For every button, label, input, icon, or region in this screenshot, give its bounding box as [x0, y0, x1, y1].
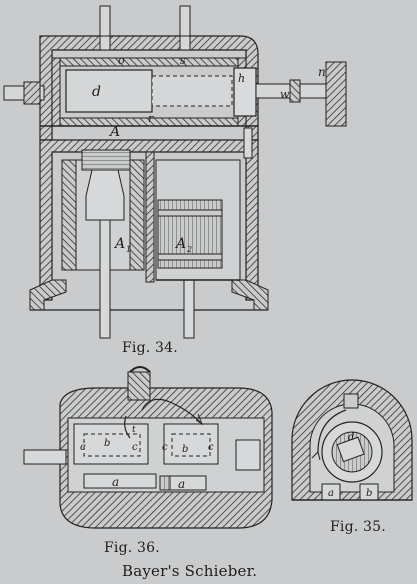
fig34-left-rod	[99, 219, 111, 339]
fig-34-drawing	[3, 5, 347, 339]
fig36-bottom-a1	[83, 473, 157, 489]
fig34-handwheel	[325, 61, 347, 127]
fig34-label-o: o	[118, 54, 125, 67]
fig36-label-t: t	[132, 425, 136, 435]
fig34-center-divider	[145, 151, 155, 283]
fig34-caption: Fig. 34.	[122, 340, 178, 356]
fig35-label-a: a	[328, 488, 334, 499]
fig34-label-d: d	[92, 84, 101, 100]
fig36-top-nozzle	[127, 371, 151, 401]
page-title: Bayer's Schieber.	[122, 562, 258, 580]
fig34-pipe-left	[99, 5, 111, 51]
fig34-piston-ext	[151, 75, 233, 107]
fig36-label-c3: c	[162, 442, 168, 453]
fig34-right-rod	[183, 279, 195, 339]
fig-36-drawing	[23, 366, 273, 529]
fig36-label-a1: a	[112, 475, 119, 489]
fig36-left-fitting	[23, 449, 67, 465]
fig34-label-h: h	[238, 72, 245, 85]
fig-35-drawing	[291, 379, 413, 501]
fig34-pipe-right	[179, 5, 191, 51]
fig34-piston-d	[65, 69, 153, 113]
fig34-right-foot	[231, 279, 269, 311]
fig36-label-b2: b	[182, 444, 188, 455]
fig36-label-a2: a	[178, 477, 185, 491]
fig34-label-n: n	[318, 65, 326, 79]
fig36-right-block	[235, 439, 261, 471]
fig34-left-foot	[29, 279, 67, 311]
fig36-caption: Fig. 36.	[104, 540, 160, 556]
fig34-cylinder-top-wall	[59, 57, 239, 67]
fig35-label-b: b	[366, 488, 372, 499]
fig34-label-s: s	[180, 54, 186, 67]
fig36-label-b1: b	[104, 438, 110, 449]
fig34-outer-casing	[39, 35, 259, 141]
fig36-label-c2: c	[132, 442, 138, 453]
fig35-caption: Fig. 35.	[330, 519, 386, 535]
fig34-left-valve	[85, 169, 125, 221]
fig34-left-piston-head	[81, 149, 131, 171]
fig35-label-d: d	[348, 432, 354, 443]
fig34-label-A2: A	[174, 236, 186, 252]
fig34-sub-2: 2	[186, 245, 192, 254]
fig34-label-A: A	[108, 124, 120, 140]
fig34-left-wall	[51, 57, 61, 127]
fig36-label-c1: c	[80, 442, 86, 453]
fig36-left-valve	[73, 423, 149, 465]
fig34-sub-1: 1	[126, 245, 131, 254]
fig34-label-A1: A	[113, 236, 125, 252]
fig34-label-w: w	[280, 88, 290, 101]
fig36-label-c4: c	[208, 442, 214, 453]
fig34-label-r: r	[148, 112, 154, 125]
fig36-right-valve	[163, 423, 219, 465]
